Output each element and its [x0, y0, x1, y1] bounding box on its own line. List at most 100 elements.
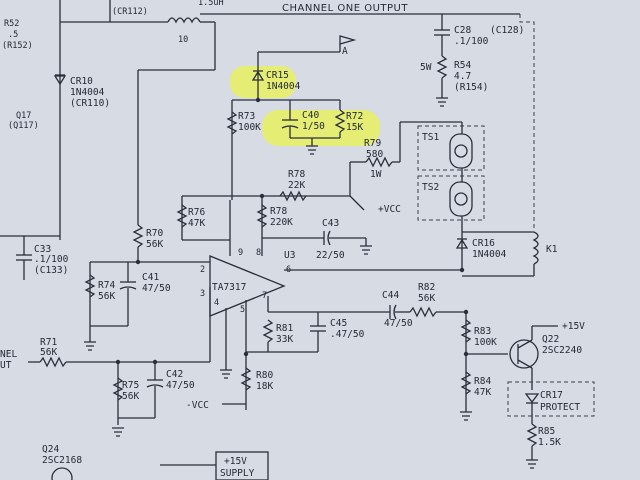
r84-value: 47K — [474, 387, 491, 398]
r74-name: R74 — [98, 280, 115, 291]
resistor-r83 — [460, 319, 472, 343]
q24-value: 2SC2168 — [42, 455, 82, 466]
cr10-name: CR10 — [70, 76, 93, 87]
r83-value: 100K — [474, 337, 497, 348]
r79-name: R79 — [364, 138, 381, 149]
amplifier-u3[interactable] — [209, 255, 286, 317]
q117-ref: (Q117) — [8, 121, 39, 131]
r76-value: 47K — [188, 218, 205, 229]
r78a-value: 22K — [288, 180, 305, 191]
cr10-ref: (CR110) — [70, 98, 110, 109]
resistor-r73 — [226, 111, 238, 135]
r71-name: R71 — [40, 337, 57, 348]
c43-value: 22/50 — [316, 250, 345, 261]
ts2-box — [417, 175, 485, 221]
inductor-l — [167, 17, 201, 24]
ground-5 — [220, 369, 232, 379]
u3-part: TA7317 — [212, 282, 246, 293]
supply-line1: +15V — [224, 456, 247, 467]
resistor-r79 — [365, 156, 393, 168]
r54-ref: (R154) — [454, 82, 488, 93]
r80-value: 18K — [256, 381, 273, 392]
r82-value: 56K — [418, 293, 435, 304]
c41-name: C41 — [142, 272, 159, 283]
channel-in-b: UT — [0, 360, 12, 371]
triangle-node-a — [339, 35, 357, 45]
transistor-q22[interactable] — [509, 339, 539, 369]
wire-vcc — [349, 195, 365, 211]
c40-name: C40 — [302, 110, 319, 121]
r82-name: R82 — [418, 282, 435, 293]
c40-value: 1/50 — [302, 121, 325, 132]
r81-name: R81 — [276, 323, 293, 334]
diode-cr15 — [251, 70, 265, 81]
vcc-pos-label: +VCC — [378, 204, 401, 215]
cr15-name: CR15 — [266, 70, 289, 81]
r78a-name: R78 — [288, 169, 305, 180]
junction-r70 — [135, 259, 141, 265]
r83-name: R83 — [474, 326, 491, 337]
led-cr17 — [524, 393, 540, 404]
r72-value: 15K — [346, 122, 363, 133]
ts1-box — [417, 125, 485, 171]
r84-name: R84 — [474, 376, 491, 387]
r54-name: R54 — [454, 60, 471, 71]
lamp-ts2[interactable] — [449, 181, 473, 217]
ground-6 — [436, 97, 448, 107]
k1-name: K1 — [546, 244, 558, 255]
r71-value: 56K — [40, 347, 57, 358]
pin-7: 7 — [262, 291, 267, 301]
r85-name: R85 — [538, 426, 555, 437]
resistor-r85 — [526, 423, 538, 447]
cap-c43-p2 — [327, 230, 331, 246]
junction-cr15 — [255, 97, 261, 103]
c28-value: .1/100 — [454, 36, 489, 47]
partial-l-val: 10 — [178, 35, 188, 45]
lamp-ts1[interactable] — [449, 133, 473, 169]
resistor-r78b — [256, 204, 268, 228]
diode-cr16 — [455, 238, 469, 249]
r73-name: R73 — [238, 111, 255, 122]
resistor-r82 — [409, 306, 437, 318]
cr17-name: CR17 — [540, 390, 563, 401]
c42-value: 47/50 — [166, 380, 195, 391]
q22-name: Q22 — [542, 334, 559, 345]
lamp-ts1-inner — [454, 144, 468, 158]
ground-2 — [112, 427, 124, 437]
coil-k1 — [532, 231, 539, 265]
cap-c42-p2 — [146, 384, 164, 388]
junction-r78b — [259, 193, 265, 199]
resistor-r74 — [84, 274, 96, 298]
r54-value: 4.7 — [454, 71, 471, 82]
pin-8: 8 — [256, 248, 261, 258]
pin-3: 3 — [200, 289, 205, 299]
ground-1 — [84, 341, 96, 351]
c33-name: C33 — [34, 244, 51, 255]
cr17-value: PROTECT — [540, 402, 580, 413]
cr10-value: 1N4004 — [70, 87, 105, 98]
ground-7 — [460, 411, 472, 421]
c28-ref: (C128) — [490, 25, 524, 36]
partial-r52: R52 — [4, 19, 19, 29]
r80-name: R80 — [256, 370, 273, 381]
resistor-r72 — [334, 109, 346, 133]
junction-q22 — [463, 351, 469, 357]
r78b-value: 220K — [270, 217, 293, 228]
resistor-r70 — [132, 224, 144, 248]
r70-name: R70 — [146, 228, 163, 239]
resistor-r76 — [176, 204, 188, 228]
supply-box — [215, 451, 269, 480]
lamp-ts2-inner — [454, 192, 468, 206]
c44-name: C44 — [382, 290, 399, 301]
resistor-r80 — [240, 367, 252, 391]
c44-value: 47/50 — [384, 318, 413, 329]
pin-4: 4 — [214, 298, 219, 308]
highlight-c40-r72 — [262, 110, 380, 146]
cr15-value: 1N4004 — [266, 81, 301, 92]
q22-emitter — [517, 359, 533, 369]
r78b-name: R78 — [270, 206, 287, 217]
resistor-r84 — [460, 371, 472, 395]
partial-r52-val: .5 — [8, 30, 18, 40]
r76-name: R76 — [188, 207, 205, 218]
